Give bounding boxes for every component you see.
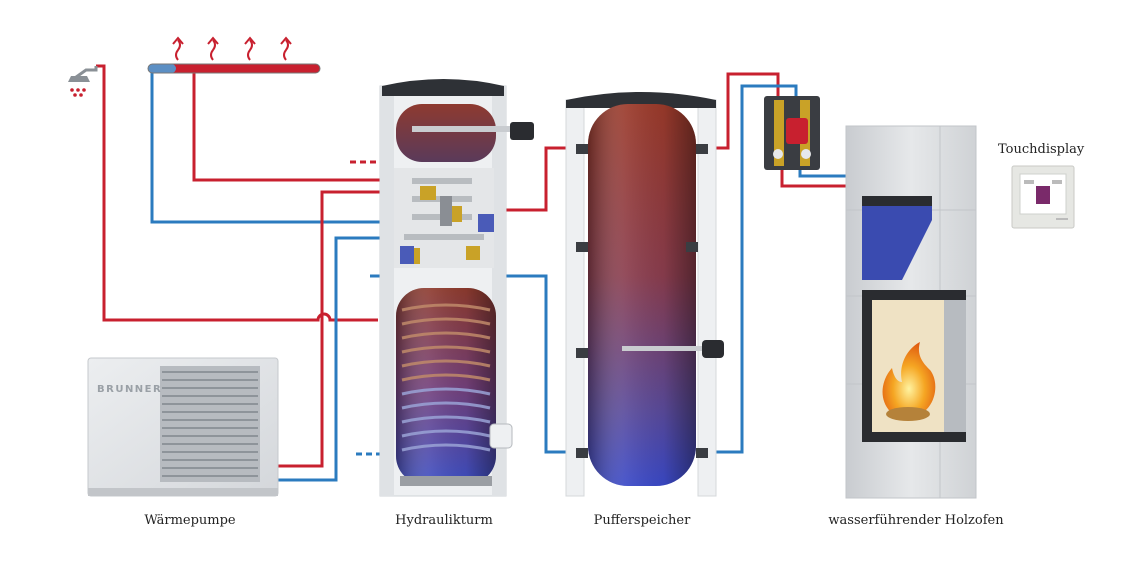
stove-return-pipe-1 bbox=[700, 84, 798, 454]
label-heat-pump: Wärmepumpe bbox=[144, 513, 236, 528]
hydraulic-valve-block bbox=[394, 168, 494, 268]
fire-icon bbox=[882, 342, 936, 421]
buffer-flow-pipe bbox=[500, 146, 580, 212]
hydraulic-coil bbox=[401, 303, 491, 452]
buffer-tank bbox=[565, 92, 724, 497]
pump-group bbox=[764, 96, 820, 170]
heat-arrow-icon bbox=[172, 36, 292, 61]
radiator-flow-pipe bbox=[192, 70, 380, 182]
heatpump-flow-pipe bbox=[278, 190, 380, 468]
label-touch-display: Touchdisplay bbox=[998, 142, 1085, 157]
hydraulic-tower bbox=[379, 79, 534, 497]
stove-flow-pipe-1 bbox=[700, 72, 780, 150]
shower-icon bbox=[68, 66, 98, 97]
label-wood-stove: wasserführender Holzofen bbox=[828, 513, 1004, 528]
touch-display bbox=[1011, 165, 1075, 229]
radiator-return-pipe bbox=[150, 70, 380, 224]
heat-pump-grille bbox=[162, 371, 258, 477]
label-buffer-tank: Pufferspeicher bbox=[593, 513, 691, 528]
heatpump-return-pipe bbox=[278, 236, 382, 482]
wood-stove bbox=[845, 125, 977, 499]
heat-pump-brand: BRUNNER bbox=[97, 384, 163, 395]
radiator-icon bbox=[147, 63, 321, 74]
hydraulic-upper-tank bbox=[396, 104, 496, 162]
label-hydraulic-tower: Hydraulikturm bbox=[395, 513, 493, 528]
heat-pump bbox=[87, 357, 279, 497]
